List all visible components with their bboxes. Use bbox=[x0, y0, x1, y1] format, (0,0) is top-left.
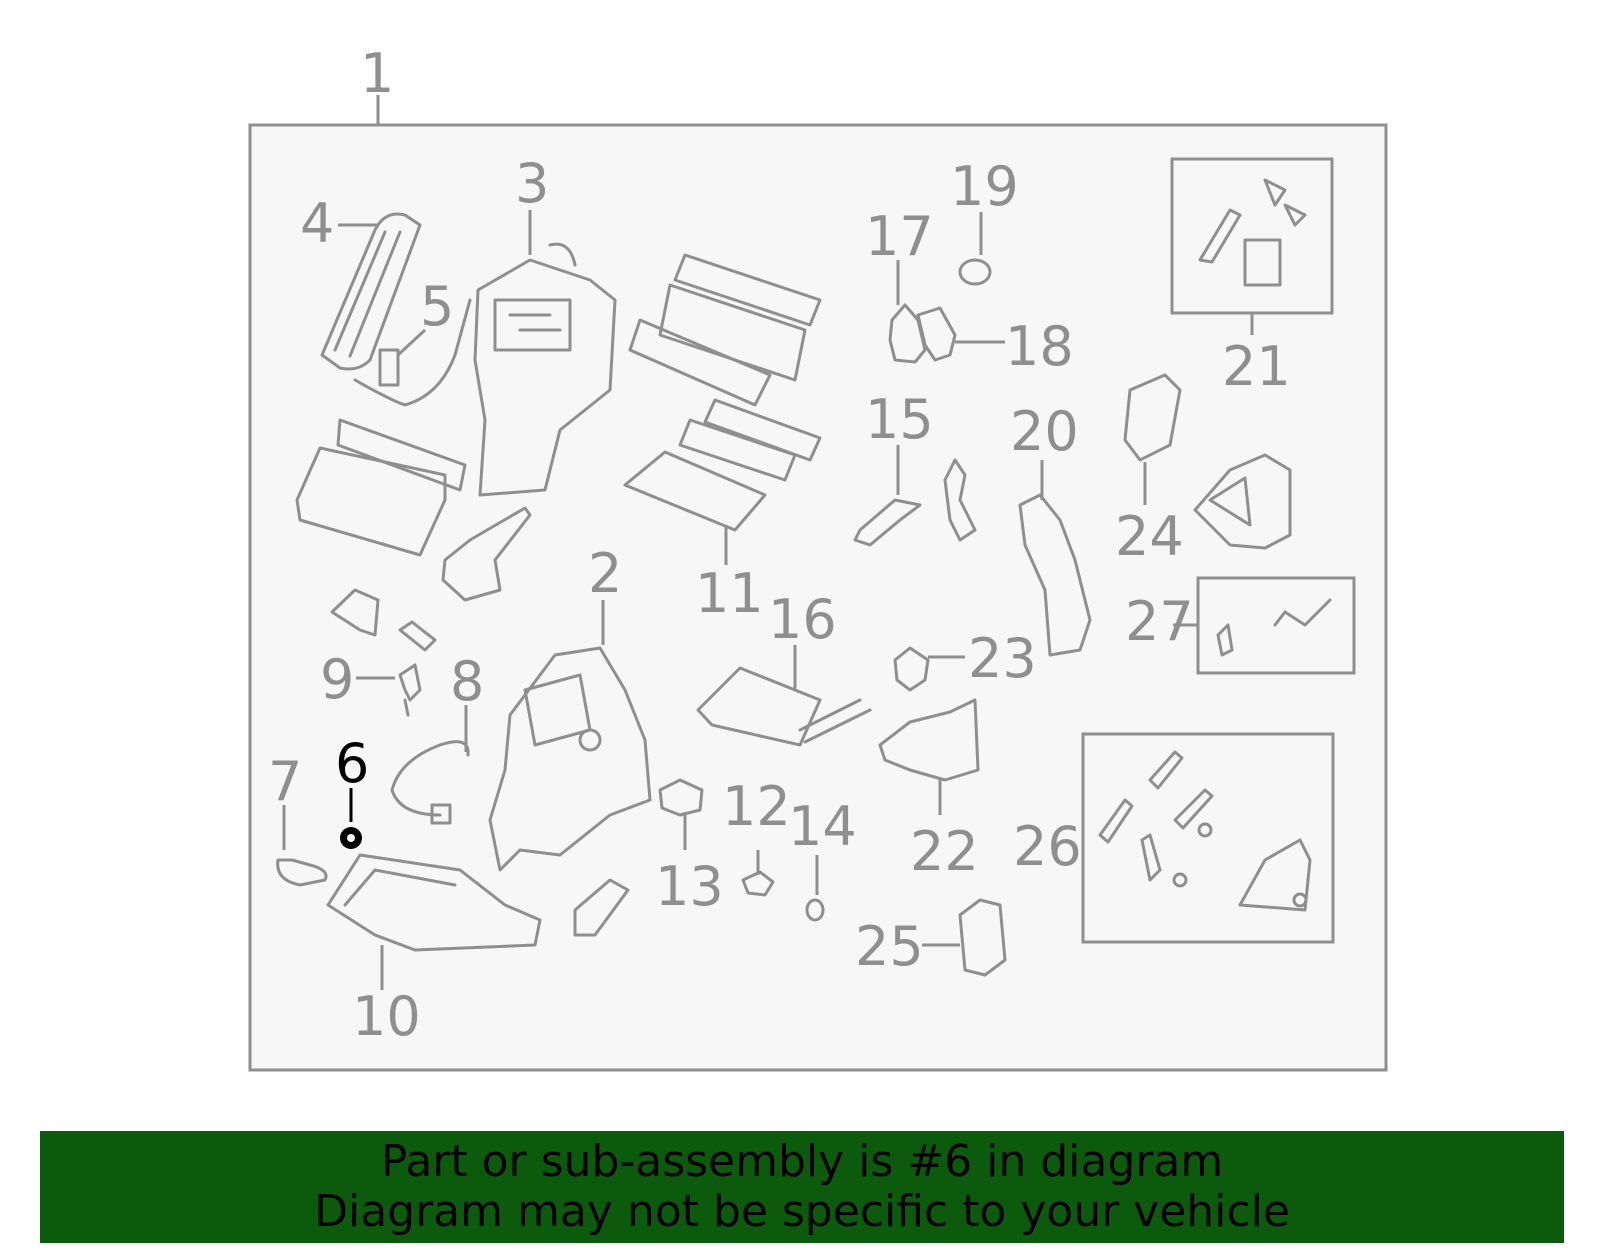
part-blower-housing bbox=[1193, 453, 1292, 550]
part-20-duct bbox=[1018, 493, 1092, 657]
part-7-seal bbox=[276, 858, 328, 887]
leader-lines bbox=[282, 210, 1254, 990]
banner-line-1: Part or sub-assembly is #6 in diagram bbox=[380, 1136, 1224, 1187]
info-banner: Part or sub-assembly is #6 in diagram Di… bbox=[40, 1131, 1564, 1243]
callout-11: 11 bbox=[695, 562, 764, 625]
part-26-linkages bbox=[1098, 750, 1312, 912]
part-3-case-upper bbox=[473, 242, 617, 497]
part-bracket bbox=[441, 506, 532, 602]
callout-3: 3 bbox=[515, 152, 549, 215]
callout-26: 26 bbox=[1013, 815, 1082, 878]
part-15-lever bbox=[853, 458, 977, 547]
part-10-drain-pan bbox=[326, 853, 542, 952]
part-16-heater-core bbox=[696, 666, 872, 747]
part-connector-small bbox=[398, 620, 437, 652]
part-27-clips bbox=[1216, 598, 1332, 657]
callout-4: 4 bbox=[300, 192, 334, 255]
part-seal-ring bbox=[573, 878, 630, 937]
part-filter-door bbox=[295, 418, 467, 557]
part-23-valve bbox=[893, 646, 930, 692]
callout-7: 7 bbox=[268, 750, 302, 813]
callout-15: 15 bbox=[865, 388, 934, 451]
callout-25: 25 bbox=[855, 915, 924, 978]
callout-5: 5 bbox=[420, 275, 454, 338]
part-9-sensor bbox=[398, 663, 422, 717]
callout-13: 13 bbox=[655, 855, 724, 918]
part-6-grommet bbox=[340, 827, 362, 849]
part-21-pads bbox=[1198, 178, 1307, 287]
callout-14: 14 bbox=[788, 795, 857, 858]
part-25-module bbox=[958, 898, 1007, 977]
part-4-duct bbox=[320, 212, 422, 371]
callout-1: 1 bbox=[360, 42, 394, 105]
part-17-18-plates bbox=[888, 303, 957, 364]
callout-10: 10 bbox=[352, 985, 421, 1048]
callout-labels: 1 2 3 4 5 6 7 8 9 10 11 12 13 14 15 16 1… bbox=[268, 42, 1291, 1048]
callout-16: 16 bbox=[768, 588, 837, 651]
part-11-evaporator-stack bbox=[623, 253, 822, 532]
part-8-harness bbox=[390, 740, 470, 825]
banner-line-2: Diagram may not be specific to your vehi… bbox=[314, 1186, 1290, 1237]
part-19-cap bbox=[958, 258, 992, 286]
callout-17: 17 bbox=[865, 205, 934, 268]
callout-2: 2 bbox=[588, 542, 622, 605]
callout-21: 21 bbox=[1222, 335, 1291, 398]
callout-20: 20 bbox=[1010, 400, 1079, 463]
part-13-motor bbox=[658, 778, 704, 817]
callout-22: 22 bbox=[910, 820, 979, 883]
callout-8: 8 bbox=[450, 650, 484, 713]
callout-6: 6 bbox=[335, 732, 369, 795]
part-24-actuator bbox=[1123, 373, 1182, 462]
callout-19: 19 bbox=[950, 155, 1019, 218]
callout-23: 23 bbox=[968, 627, 1037, 690]
callout-27: 27 bbox=[1125, 590, 1194, 653]
part-triangle-clip bbox=[330, 588, 380, 637]
callout-18: 18 bbox=[1005, 315, 1074, 378]
part-2-case-lower bbox=[488, 646, 652, 872]
callout-24: 24 bbox=[1115, 505, 1184, 568]
part-22-duct bbox=[878, 698, 980, 782]
callout-9: 9 bbox=[320, 648, 354, 711]
part-5-actuator-wire bbox=[353, 298, 472, 407]
inset-box-26 bbox=[1081, 732, 1335, 944]
callout-12: 12 bbox=[722, 775, 791, 838]
part-14-oring bbox=[805, 898, 825, 922]
